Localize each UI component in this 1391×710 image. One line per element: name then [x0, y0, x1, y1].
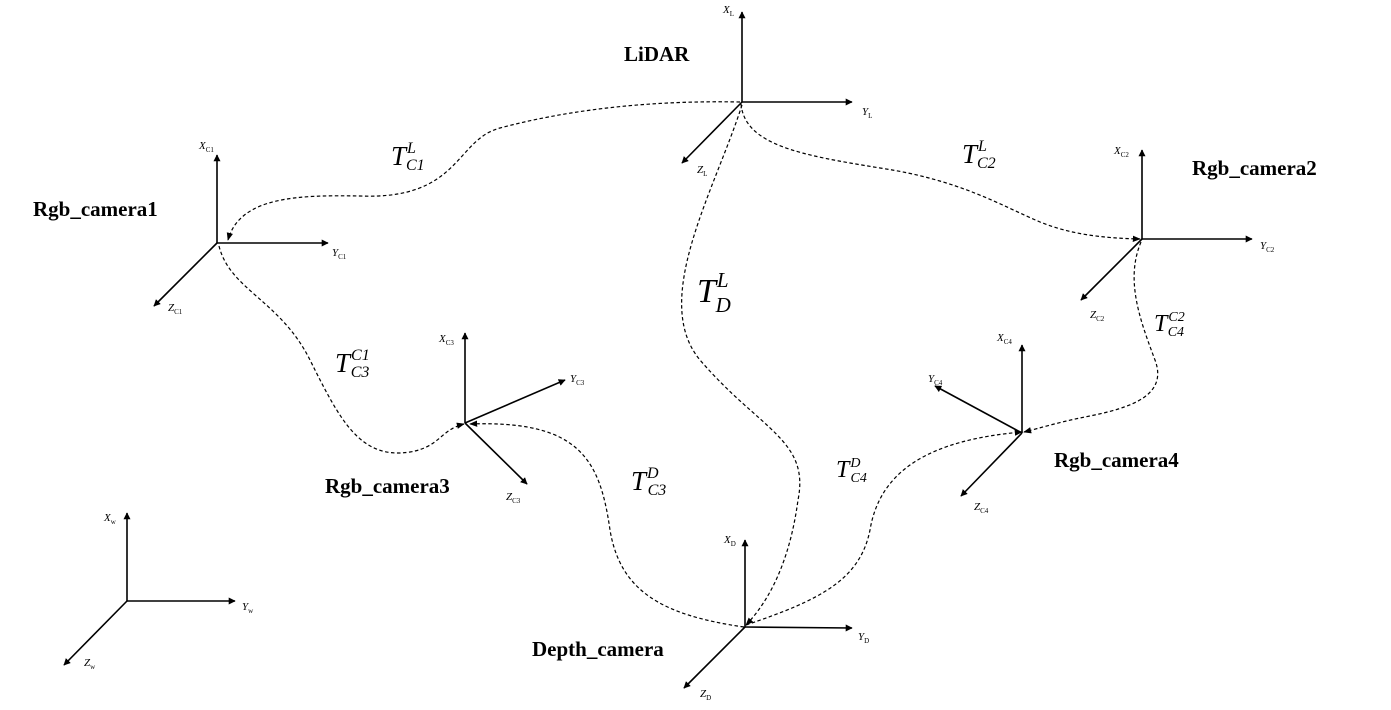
depth-x-label: XD: [723, 534, 736, 548]
link-depth-cam3: [469, 420, 745, 628]
lidar-y-label: YL: [862, 106, 872, 120]
transform-links: [218, 101, 1159, 628]
cam4-z-axis: [960, 432, 1023, 497]
cam3-y-axis: [464, 379, 566, 424]
cam1-z-label: ZC1: [168, 302, 183, 316]
cam4-x-label: XC4: [996, 332, 1012, 346]
frame-depth: XD YD ZD Depth_camera: [532, 534, 869, 702]
frame-cam3: XC3 YC3 ZC3 Rgb_camera3: [325, 332, 585, 505]
world-z-label: Zw: [84, 657, 96, 671]
cam1-y-label: YC1: [332, 247, 347, 261]
world-x-label: Xw: [103, 512, 117, 526]
link-lidar-depth: [681, 104, 801, 626]
cam3-name: Rgb_camera3: [325, 474, 450, 498]
depth-name: Depth_camera: [532, 637, 664, 661]
frame-cam1: XC1 YC1 ZC1 Rgb_camera1: [33, 140, 347, 316]
link-lidar-cam1: [226, 101, 741, 241]
cam4-y-label: YC4: [928, 373, 943, 387]
world-z-axis: [63, 600, 128, 666]
cam4-name: Rgb_camera4: [1054, 448, 1179, 472]
lidar-z-axis: [681, 101, 743, 164]
depth-y-axis: [744, 624, 853, 632]
lidar-z-label: ZL: [697, 164, 707, 178]
depth-z-axis: [683, 626, 746, 689]
cam2-z-axis: [1080, 238, 1143, 301]
cam3-y-label: YC3: [570, 373, 585, 387]
cam1-x-label: XC1: [198, 140, 214, 154]
cam3-z-label: ZC3: [506, 491, 521, 505]
lidar-x-label: XL: [722, 4, 734, 18]
depth-z-label: ZD: [700, 688, 711, 702]
depth-y-label: YD: [858, 631, 869, 645]
link-cam1-cam3: [218, 245, 465, 454]
link-lidar-cam2: [740, 103, 1141, 243]
cam2-z-label: ZC2: [1090, 309, 1105, 323]
cam1-name: Rgb_camera1: [33, 197, 158, 221]
cam3-z-axis: [464, 422, 528, 485]
cam3-x-label: XC3: [438, 333, 454, 347]
cam2-x-label: XC2: [1113, 145, 1129, 159]
cam2-name: Rgb_camera2: [1192, 156, 1317, 180]
cam2-y-label: YC2: [1260, 240, 1275, 254]
cam4-y-axis: [934, 385, 1023, 434]
lidar-name: LiDAR: [624, 42, 690, 66]
world-y-label: Yw: [242, 601, 254, 615]
link-depth-cam4: [745, 429, 1023, 626]
frame-cam4: XC4 YC4 ZC4 Rgb_camera4: [928, 332, 1179, 515]
cam4-z-label: ZC4: [974, 501, 989, 515]
link-cam2-cam4: [1023, 241, 1159, 434]
frame-cam2: XC2 YC2 ZC2 Rgb_camera2: [1080, 145, 1317, 323]
frame-world: Xw Yw Zw: [63, 512, 254, 671]
frame-lidar: XL YL ZL LiDAR: [624, 4, 872, 178]
cam1-z-axis: [153, 242, 218, 307]
